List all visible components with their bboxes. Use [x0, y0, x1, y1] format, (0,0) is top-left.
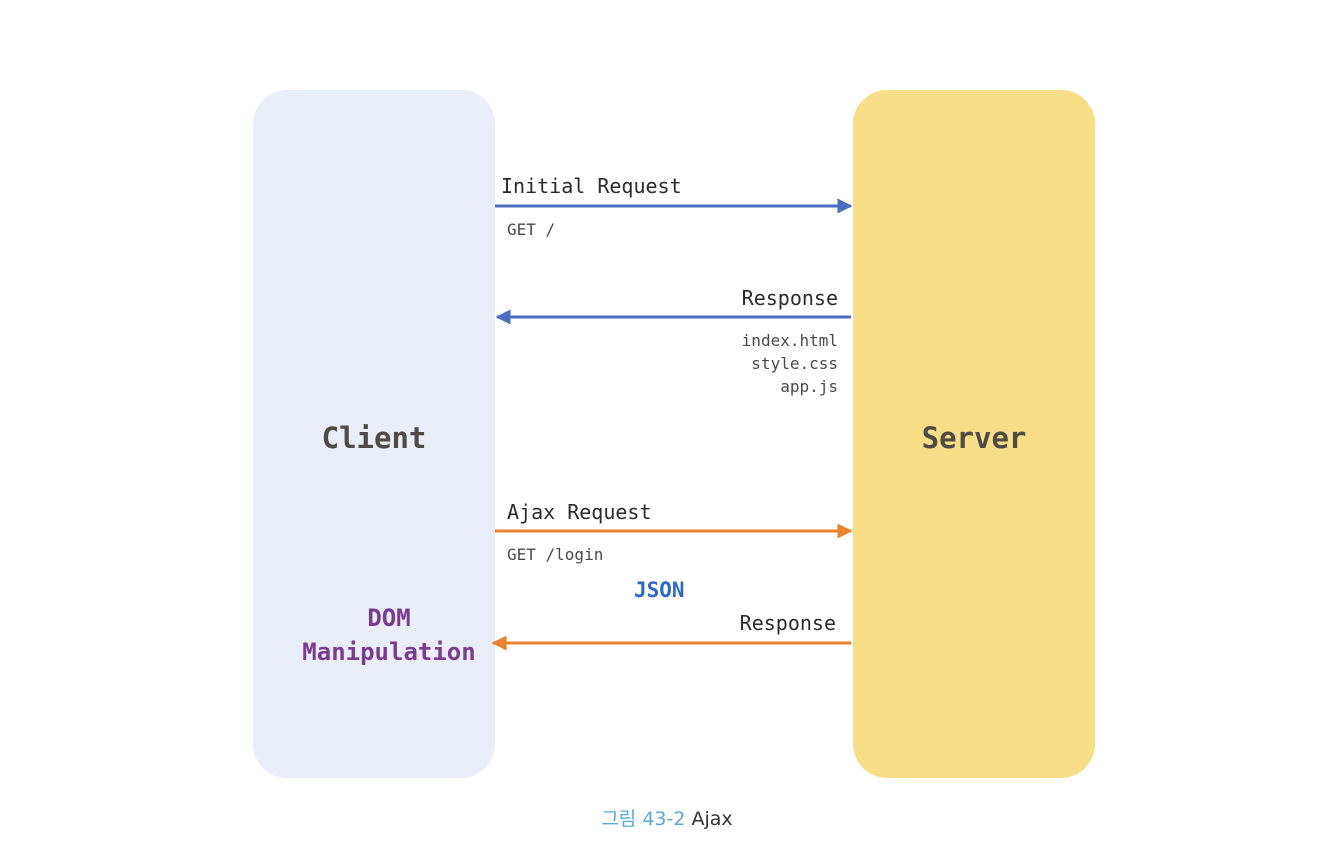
ajax-request-label: Ajax Request	[507, 500, 652, 524]
dom-manipulation-line1: DOM	[367, 604, 411, 632]
client-label: Client	[321, 421, 427, 455]
initial-request-detail: GET /	[507, 220, 556, 239]
server-label: Server	[921, 421, 1027, 455]
response-file: app.js	[780, 377, 838, 396]
figure-title: Ajax	[691, 808, 733, 830]
client-panel	[253, 90, 495, 778]
ajax-request-detail: GET /login	[507, 545, 604, 564]
response-file: index.html	[741, 331, 838, 350]
server-panel	[853, 90, 1095, 778]
ajax-response-label: Response	[739, 611, 836, 635]
initial-request-label: Initial Request	[501, 174, 682, 198]
json-payload-label: JSON	[634, 578, 685, 602]
figure-caption: 그림 43-2 Ajax	[0, 804, 1334, 831]
initial-response-label: Response	[741, 286, 838, 310]
dom-manipulation-line2: Manipulation	[302, 638, 476, 666]
response-file-list: index.html style.css app.js	[600, 329, 838, 398]
response-file: style.css	[751, 354, 838, 373]
figure-number: 그림 43-2	[601, 808, 686, 830]
